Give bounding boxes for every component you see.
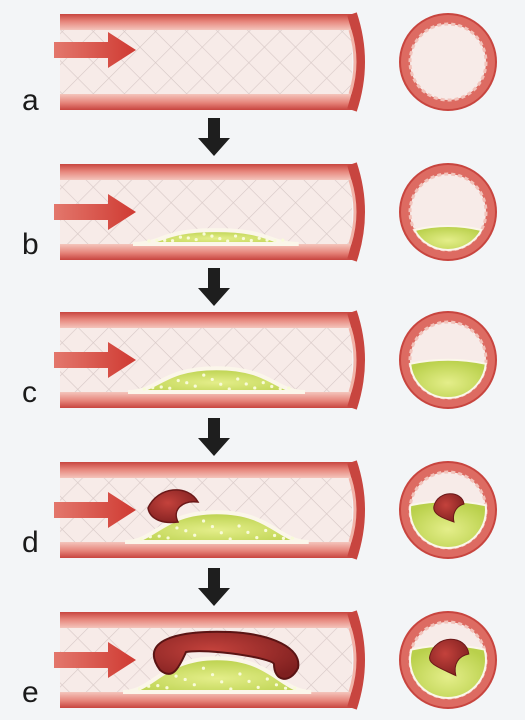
plaque-speckle xyxy=(238,672,241,675)
vessel-wall-top xyxy=(60,462,352,478)
vessel-wall-top xyxy=(60,312,352,328)
plaque-speckle xyxy=(284,687,287,690)
plaque-speckle xyxy=(266,677,269,680)
plaque-speckle xyxy=(202,374,205,377)
plaque-speckle xyxy=(195,238,198,241)
plaque-speckle xyxy=(202,667,205,670)
plaque-speckle xyxy=(149,535,152,538)
vessel-wall-bottom xyxy=(60,542,352,558)
plaque-speckle xyxy=(160,385,163,388)
vessel-wall-bottom xyxy=(60,244,352,260)
plaque-speckle xyxy=(228,387,231,390)
plaque-speckle xyxy=(171,239,174,242)
plaque-speckle xyxy=(246,531,249,534)
plaque-speckle xyxy=(287,387,290,390)
vessel-wall-bottom xyxy=(60,692,352,708)
plaque-speckle xyxy=(229,687,232,690)
step-down-arrow xyxy=(198,118,230,156)
plaque-speckle xyxy=(155,239,158,242)
plaque-speckle xyxy=(229,537,232,540)
plaque-speckle xyxy=(291,537,294,540)
plaque-speckle xyxy=(279,387,282,390)
plaque-speckle xyxy=(140,537,143,540)
plaque-speckle xyxy=(247,680,250,683)
plaque-speckle xyxy=(210,235,213,238)
stage-d xyxy=(54,462,496,558)
plaque-speckle xyxy=(143,387,146,390)
plaque-speckle xyxy=(219,383,222,386)
plaque-speckle xyxy=(184,678,187,681)
plaque-speckle xyxy=(168,387,171,390)
plaque-speckle xyxy=(193,534,196,537)
plaque-speckle xyxy=(270,385,273,388)
plaque-speckle xyxy=(282,537,285,540)
plaque-speckle xyxy=(185,381,188,384)
plaque-speckle xyxy=(265,239,268,242)
endothelium-mesh xyxy=(60,30,352,94)
plaque-speckle xyxy=(184,529,187,532)
stage-label: c xyxy=(22,378,37,408)
plaque-speckle xyxy=(220,680,223,683)
vessel-wall-top xyxy=(60,14,352,30)
plaque-speckle xyxy=(211,525,214,528)
plaque-speckle xyxy=(193,683,196,686)
vessel-wall-top xyxy=(60,164,352,180)
plaque-speckle xyxy=(211,378,214,381)
plaque-speckle xyxy=(226,239,229,242)
plaque-speckle xyxy=(156,684,159,687)
plaque-speckle xyxy=(165,686,168,689)
plaque-speckle xyxy=(218,237,221,240)
plaque-speckle xyxy=(255,536,258,539)
plaque-speckle xyxy=(158,535,161,538)
plaque-speckle xyxy=(257,686,260,689)
plaque-speckle xyxy=(187,236,190,239)
plaque-speckle xyxy=(174,675,177,678)
vessel-wall-bottom xyxy=(60,392,352,408)
plaque-speckle xyxy=(234,234,237,237)
plaque-speckle xyxy=(177,379,180,382)
vessel-wall-top xyxy=(60,612,352,628)
vessel-wall-bottom xyxy=(60,94,352,110)
plaque-speckle xyxy=(245,382,248,385)
plaque-speckle xyxy=(175,526,178,529)
stage-b xyxy=(54,164,496,260)
step-down-arrow xyxy=(198,418,230,456)
step-down-arrow xyxy=(198,568,230,606)
stage-a xyxy=(54,14,496,110)
plaque-speckle xyxy=(242,237,245,240)
plaque-speckle xyxy=(281,239,284,242)
plaque-speckle xyxy=(151,386,154,389)
stage-label: e xyxy=(22,678,39,708)
stage-e xyxy=(54,612,496,708)
plaque-speckle xyxy=(211,673,214,676)
plaque-speckle xyxy=(147,685,150,688)
plaque-speckle xyxy=(236,377,239,380)
plaque-speckle xyxy=(293,687,296,690)
step-down-arrow xyxy=(198,268,230,306)
plaque-speckle xyxy=(258,237,261,240)
plaque-speckle xyxy=(147,239,150,242)
plaque-speckle xyxy=(202,232,205,235)
plaque-speckle xyxy=(250,239,253,242)
plaque-speckle xyxy=(179,236,182,239)
plaque-speckle xyxy=(237,524,240,527)
plaque-speckle xyxy=(253,386,256,389)
plaque-speckle xyxy=(273,239,276,242)
stage-label: a xyxy=(22,86,39,116)
plaque-speckle xyxy=(275,683,278,686)
plaque-speckle xyxy=(163,239,166,242)
stage-label: b xyxy=(22,230,39,260)
plaque-speckle xyxy=(262,381,265,384)
plaque-speckle xyxy=(273,534,276,537)
stage-c xyxy=(54,312,496,408)
plaque-speckle xyxy=(194,385,197,388)
plaque-speckle xyxy=(202,519,205,522)
plaque-speckle xyxy=(264,529,267,532)
plaque-speckle xyxy=(138,687,141,690)
plaque-speckle xyxy=(220,531,223,534)
stage-label: d xyxy=(22,528,39,558)
plaque-speckle xyxy=(166,536,169,539)
